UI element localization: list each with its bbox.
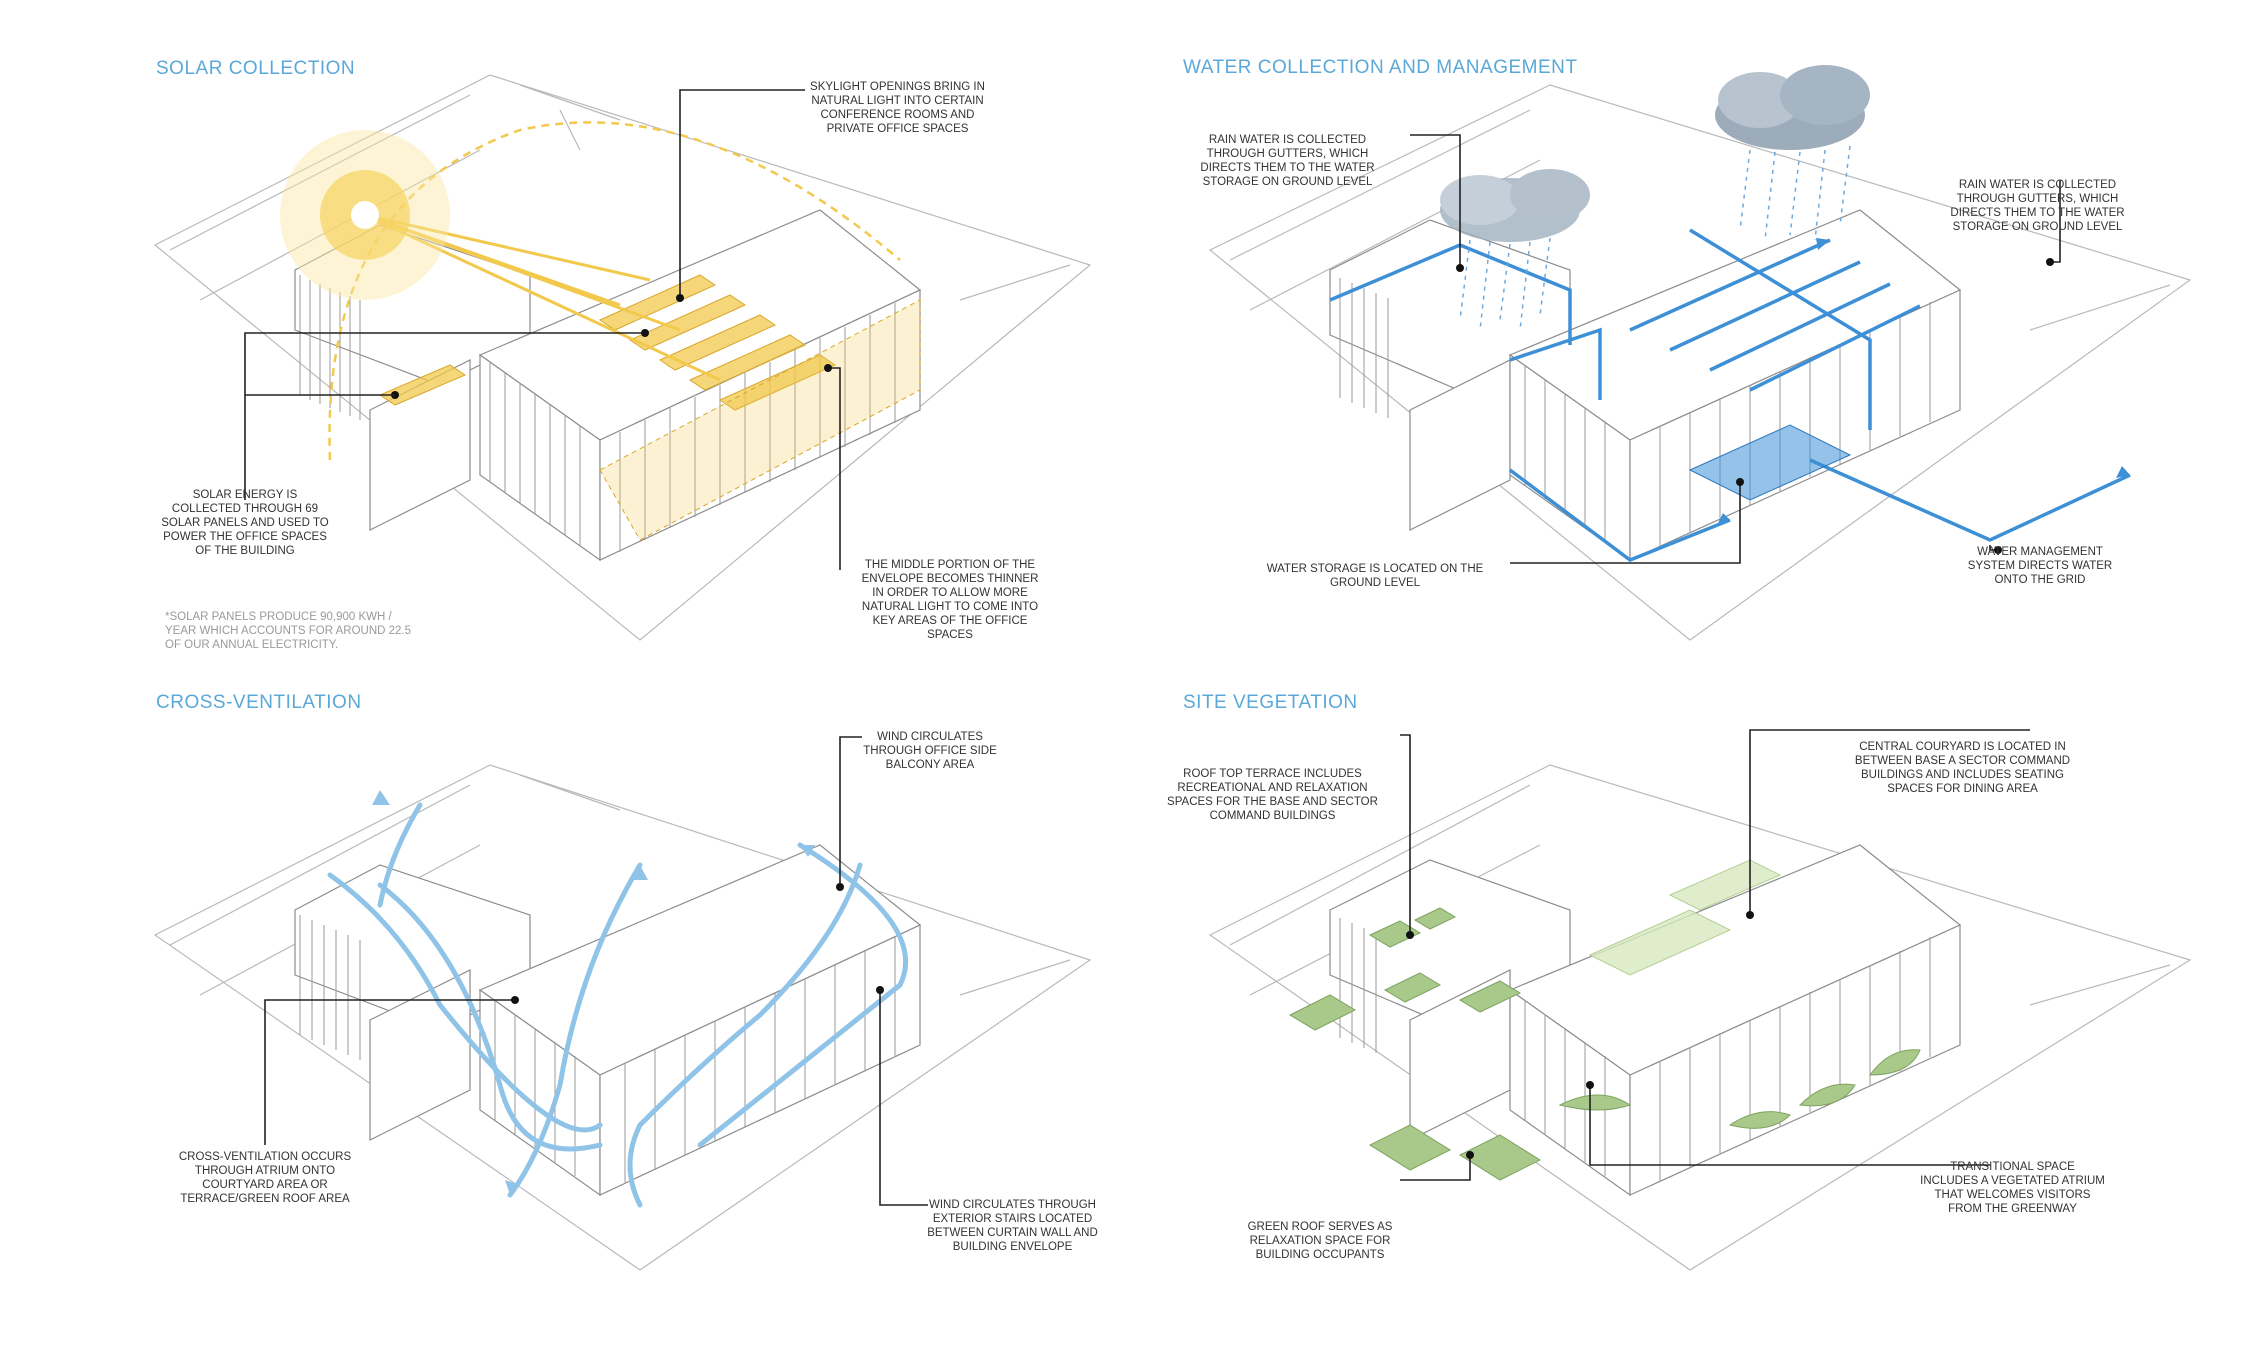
solar-panels (378, 274, 837, 411)
callout-water-storage: WATER STORAGE IS LOCATED ON THE GROUND L… (1266, 563, 1484, 589)
gutter-flow-lines (1329, 228, 2131, 562)
callout-water-grid: WATER MANAGEMENT SYSTEM DIRECTS WATER ON… (1967, 546, 2113, 586)
callout-gutters-left: RAIN WATER IS COLLECTED THROUGH GUTTERS,… (1200, 134, 1375, 188)
panel-title: SITE VEGETATION (1183, 692, 1358, 713)
water-diagram (1208, 65, 2192, 641)
panel-title: SOLAR COLLECTION (156, 58, 356, 79)
ventilation-leaders (264, 736, 928, 1206)
solar-diagram (153, 74, 1092, 641)
callout-balcony: WIND CIRCULATES THROUGH OFFICE SIDE BALC… (863, 731, 997, 771)
callout-solar-panels: SOLAR ENERGY IS COLLECTED THROUGH 69 SOL… (161, 489, 329, 557)
water-leaders (1410, 134, 2061, 564)
solar-leaders (244, 89, 841, 570)
vegetation-diagram (1208, 729, 2192, 1271)
panel-title: WATER COLLECTION AND MANAGEMENT (1183, 57, 1578, 78)
sun-icon (280, 130, 450, 300)
site-plate (153, 74, 1092, 641)
sun-path (328, 121, 901, 461)
water-storage-tank (1688, 424, 1852, 501)
callout-atrium: CROSS-VENTILATION OCCURS THROUGH ATRIUM … (178, 1151, 352, 1205)
callout-middle-envelope: THE MIDDLE PORTION OF THE ENVELOPE BECOM… (861, 559, 1039, 641)
green-roof-patches (1288, 907, 1542, 1181)
callout-gutters-right: RAIN WATER IS COLLECTED THROUGH GUTTERS,… (1950, 179, 2125, 233)
sun-rays (364, 213, 721, 382)
site-vegetation-panel: SITE VEGETATION ROOF TOP TERRACE INCLUDE… (1130, 685, 2260, 1370)
wind-arrowheads (372, 790, 815, 1195)
courtyard-vegetation (1588, 859, 1782, 976)
callout-skylight: SKYLIGHT OPENINGS BRING IN NATURAL LIGHT… (810, 81, 985, 135)
site-linework (169, 84, 1071, 301)
cloud-icon (1440, 65, 1870, 242)
site-linework (169, 774, 1071, 996)
main-building (1508, 209, 1962, 562)
callout-green-roof: GREEN ROOF SERVES AS RELAXATION SPACE FO… (1247, 1221, 1393, 1261)
callout-stairs: WIND CIRCULATES THROUGH EXTERIOR STAIRS … (927, 1199, 1098, 1253)
callout-rooftop-terrace: ROOF TOP TERRACE INCLUDES RECREATIONAL A… (1167, 768, 1378, 822)
main-building (1508, 844, 1962, 1197)
solar-footnote: *SOLAR PANELS PRODUCE 90,900 KWH / YEAR … (165, 611, 412, 651)
rain-icon (1459, 145, 1851, 331)
main-building (478, 844, 922, 1197)
callout-central-courtyard: CENTRAL COURYARD IS LOCATED IN BETWEEN B… (1854, 741, 2071, 795)
ventilation-diagram (153, 736, 1092, 1271)
site-plate (153, 764, 1092, 1271)
water-collection-panel: WATER COLLECTION AND MANAGEMENT RAIN WAT… (1130, 0, 2260, 685)
cross-ventilation-panel: CROSS-VENTILATION WIND CIRCULATES THROUG… (0, 685, 1130, 1370)
flow-arrow-icon (1718, 238, 2130, 523)
wind-arrow-icon (327, 802, 909, 1208)
vegetation-leaders (1400, 729, 2030, 1181)
solar-collection-panel: SOLAR COLLECTION SKYLIGHT OPENINGS BRING… (0, 0, 1130, 685)
panel-title: CROSS-VENTILATION (156, 692, 362, 713)
thin-envelope-zone (599, 299, 921, 541)
atrium-vegetation (1558, 1049, 1921, 1129)
callout-transitional-space: TRANSITIONAL SPACE INCLUDES A VEGETATED … (1920, 1161, 2105, 1215)
site-plate (1208, 84, 2192, 641)
